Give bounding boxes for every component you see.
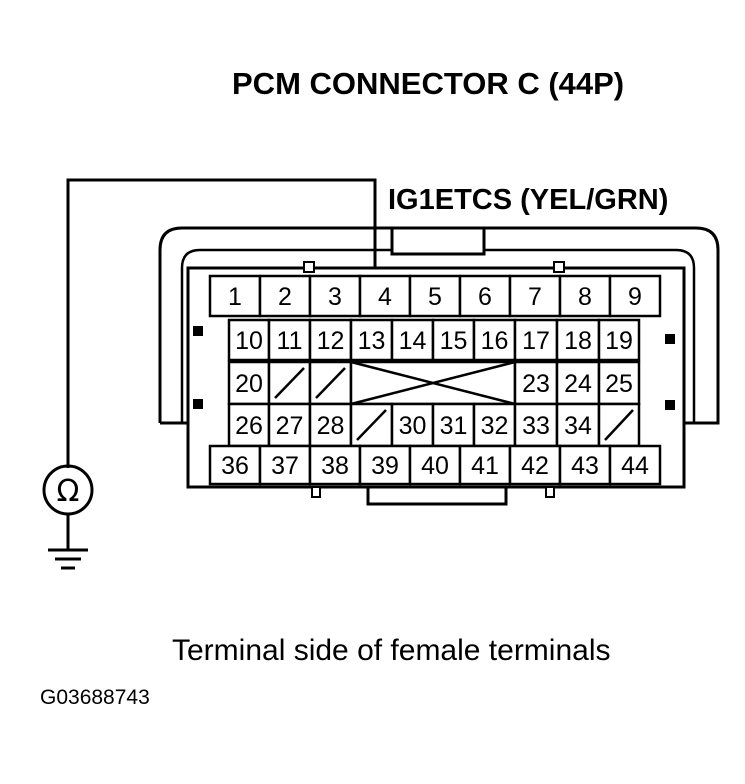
cavity-cross-line <box>350 360 516 406</box>
terminal-number: 42 <box>521 452 549 480</box>
terminal-number: 3 <box>328 283 342 311</box>
terminal-cell <box>558 274 612 318</box>
empty-cavity-slash <box>604 409 634 441</box>
terminal-number: 10 <box>235 327 263 355</box>
terminal-cell <box>555 318 601 362</box>
terminal-cell <box>597 360 641 406</box>
terminal-number: 17 <box>522 327 550 355</box>
terminal-cell <box>513 360 559 406</box>
terminal-cell <box>227 318 271 362</box>
terminal-number: 24 <box>564 370 592 398</box>
terminal-number: 11 <box>277 327 303 355</box>
terminal-number: 6 <box>478 283 492 311</box>
terminal-number: 34 <box>564 412 592 440</box>
terminal-number: 4 <box>378 283 392 311</box>
terminal-cell <box>608 444 662 486</box>
terminal-cell <box>349 318 394 362</box>
terminal-number: 2 <box>278 283 292 311</box>
terminal-number: 23 <box>522 370 550 398</box>
terminal-number: 44 <box>621 452 649 480</box>
probe-wire <box>66 178 377 468</box>
empty-cavity-slash <box>356 409 387 441</box>
terminal-cell <box>431 318 476 362</box>
terminal-number: 19 <box>605 327 633 355</box>
terminal-number: 14 <box>399 327 427 355</box>
terminal-number: 40 <box>421 452 449 480</box>
ground-icon <box>48 548 88 570</box>
ohmmeter-icon: Ω <box>42 464 94 516</box>
terminal-cell <box>390 318 435 362</box>
figure-id: G03688743 <box>40 686 150 709</box>
empty-cavity-slash <box>315 367 346 399</box>
terminal-cell <box>555 360 601 406</box>
terminal-number: 37 <box>271 452 299 480</box>
caption: Terminal side of female terminals <box>172 634 611 667</box>
terminal-number: 1 <box>228 283 242 311</box>
terminal-cell <box>608 274 662 318</box>
terminal-cell <box>267 402 312 448</box>
terminal-number: 13 <box>358 327 386 355</box>
terminal-number: 38 <box>321 452 349 480</box>
terminal-number: 43 <box>571 452 599 480</box>
terminal-number: 5 <box>428 283 442 311</box>
terminal-cell <box>308 444 362 486</box>
terminal-number: 12 <box>317 327 345 355</box>
terminal-number: 16 <box>481 327 509 355</box>
terminal-number: 18 <box>564 327 592 355</box>
terminal-number: 15 <box>440 327 468 355</box>
terminal-number: 36 <box>221 452 249 480</box>
terminal-number: 39 <box>371 452 399 480</box>
diagram-title: PCM CONNECTOR C (44P) <box>232 66 625 101</box>
terminal-number: 26 <box>235 412 263 440</box>
terminal-number: 27 <box>276 412 304 440</box>
terminal-number: 25 <box>605 370 633 398</box>
terminal-number: 41 <box>471 452 499 480</box>
terminal-cell <box>227 360 271 406</box>
terminal-cell <box>597 318 641 362</box>
terminal-number: 7 <box>528 283 542 311</box>
terminal-number: 8 <box>578 283 592 311</box>
terminal-number: 32 <box>481 412 509 440</box>
terminal-number: 33 <box>522 412 550 440</box>
terminal-cell <box>258 444 312 486</box>
terminal-cell <box>458 444 512 486</box>
terminal-cell <box>508 444 562 486</box>
ohm-symbol: Ω <box>57 474 80 509</box>
terminal-number: 28 <box>317 412 345 440</box>
terminal-number: 31 <box>440 412 468 440</box>
terminal-number: 30 <box>399 412 427 440</box>
terminal-cell <box>513 402 559 448</box>
terminal-number: 20 <box>235 370 263 398</box>
terminal-cell <box>408 444 462 486</box>
empty-cavity-slash <box>274 367 305 399</box>
terminal-number: 9 <box>628 283 642 311</box>
pin-label: IG1ETCS (YEL/GRN) <box>388 184 669 216</box>
terminal-cell <box>558 444 612 486</box>
